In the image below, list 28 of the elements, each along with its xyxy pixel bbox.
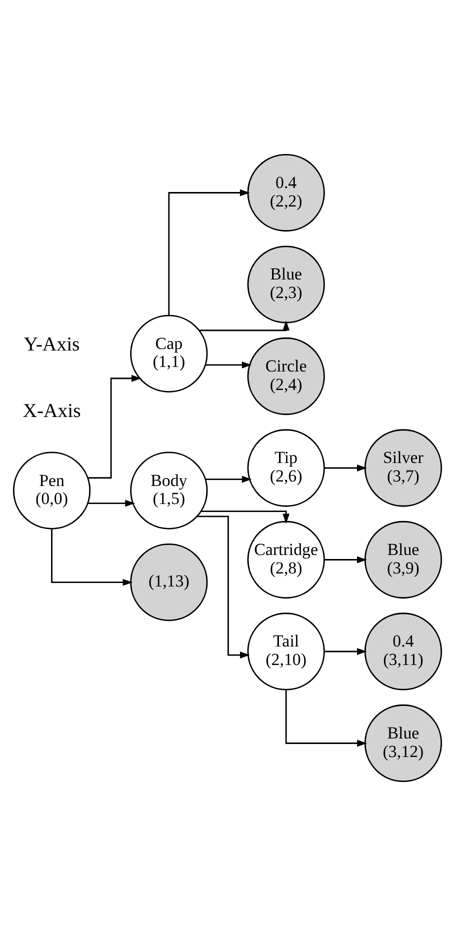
node-circle: (1,13) <box>130 544 208 622</box>
arrow <box>168 189 250 316</box>
node-circle: Blue (2,3) <box>247 246 325 324</box>
arrow <box>88 500 136 507</box>
arrow <box>205 362 252 368</box>
node-circle: 0.4 (2,2) <box>247 154 325 232</box>
arrow <box>88 374 142 479</box>
node-circle: Pen (0,0) <box>12 452 91 530</box>
arrow <box>324 648 367 655</box>
node-circle: Blue (3,9) <box>364 520 442 599</box>
node-circle: Cartridge (2,8) <box>247 520 325 599</box>
label: X-Axis <box>22 400 81 422</box>
arrow <box>51 528 133 586</box>
arrow <box>199 320 290 332</box>
node-circle: Body (1,5) <box>130 452 208 530</box>
arrow <box>324 464 367 472</box>
arrow <box>197 516 250 658</box>
node-circle: Silver (3,7) <box>364 429 442 507</box>
node-circle: Tip (2,6) <box>247 429 325 507</box>
arrow <box>200 510 290 524</box>
node-circle: Tail (2,10) <box>247 612 325 690</box>
arrow <box>324 556 367 564</box>
arrow <box>205 476 252 483</box>
arrow <box>285 690 367 747</box>
node-circle: Blue (3,12) <box>364 704 442 782</box>
label: Y-Axis <box>24 333 80 356</box>
node-circle: 0.4 (3,11) <box>364 612 442 690</box>
node-circle: Circle (2,4) <box>247 337 325 416</box>
